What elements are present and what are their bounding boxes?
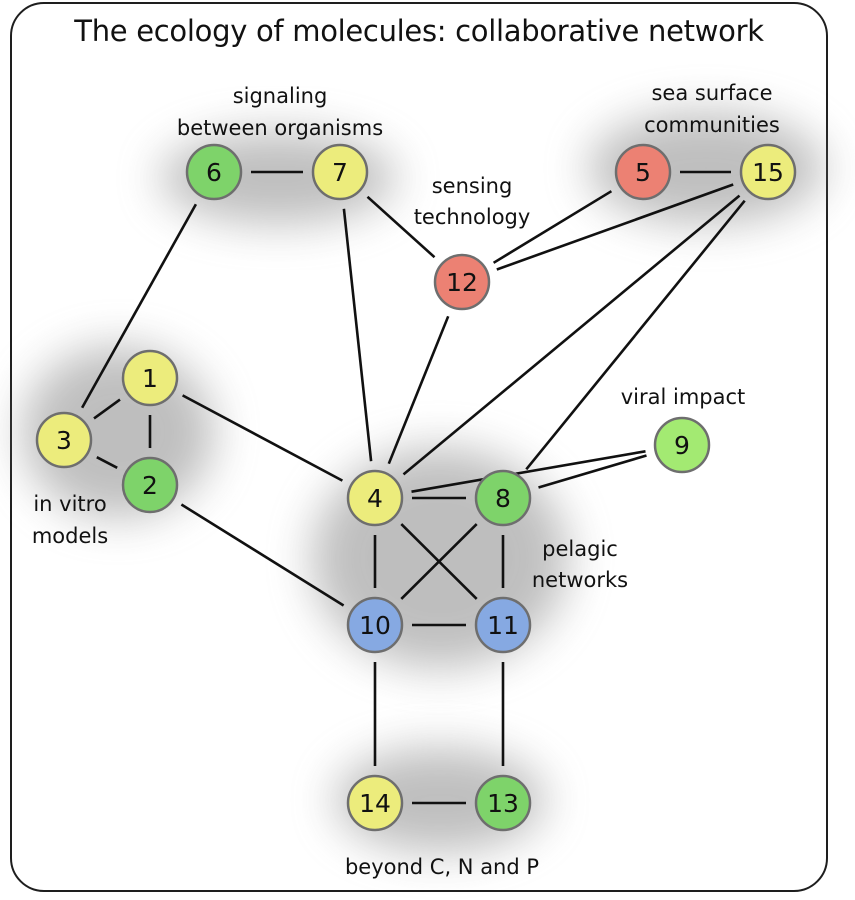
group-label-sea-surface: communities bbox=[644, 113, 780, 137]
node-label: 14 bbox=[359, 789, 391, 818]
edges bbox=[80, 170, 746, 805]
edge-15-4 bbox=[402, 194, 741, 476]
node-circle bbox=[653, 416, 711, 474]
node-10: 10 bbox=[346, 596, 404, 654]
edge-12-15 bbox=[496, 183, 734, 271]
edge-8-9 bbox=[538, 454, 647, 489]
edge-4-9 bbox=[411, 450, 646, 493]
edge-3-2 bbox=[96, 456, 118, 469]
node-circle bbox=[311, 143, 369, 201]
node-12: 12 bbox=[433, 253, 491, 311]
group-labels: signaling between organisms sea surface com… bbox=[32, 81, 780, 879]
node-label: 9 bbox=[674, 431, 690, 460]
group-label-signaling: between organisms bbox=[177, 116, 383, 140]
node-2: 2 bbox=[121, 456, 179, 514]
node-circle bbox=[346, 774, 404, 832]
node-label: 8 bbox=[495, 484, 511, 513]
node-label: 4 bbox=[367, 484, 383, 513]
edge-15-8 bbox=[525, 199, 746, 471]
node-label: 13 bbox=[487, 789, 519, 818]
node-3: 3 bbox=[35, 411, 93, 469]
group-label-viral: viral impact bbox=[621, 385, 746, 409]
node-label: 15 bbox=[752, 158, 784, 187]
node-label: 2 bbox=[142, 471, 158, 500]
edge-7-4 bbox=[342, 208, 373, 462]
edge-8-10 bbox=[400, 523, 478, 600]
node-9: 9 bbox=[653, 416, 711, 474]
node-15: 15 bbox=[739, 143, 797, 201]
node-4: 4 bbox=[346, 469, 404, 527]
node-circle bbox=[474, 596, 532, 654]
group-label-beyond: beyond C, N and P bbox=[345, 855, 539, 879]
edge-6-3 bbox=[80, 203, 198, 409]
group-label-in-vitro: models bbox=[32, 524, 108, 548]
node-circle bbox=[614, 143, 672, 201]
node-circle bbox=[121, 349, 179, 407]
group-label-sensing: technology bbox=[414, 205, 531, 229]
node-13: 13 bbox=[474, 774, 532, 832]
group-label-pelagic: networks bbox=[532, 568, 628, 592]
node-label: 7 bbox=[332, 158, 348, 187]
node-circle bbox=[739, 143, 797, 201]
edge-1-3 bbox=[93, 398, 121, 420]
group-label-pelagic: pelagic bbox=[542, 537, 618, 561]
node-circle bbox=[433, 253, 491, 311]
node-circle bbox=[346, 469, 404, 527]
edge-1-4 bbox=[181, 394, 344, 482]
node-circle bbox=[185, 143, 243, 201]
node-circle bbox=[35, 411, 93, 469]
group-label-in-vitro: in vitro bbox=[33, 492, 106, 516]
node-label: 10 bbox=[359, 611, 391, 640]
node-7: 7 bbox=[311, 143, 369, 201]
node-6: 6 bbox=[185, 143, 243, 201]
node-circle bbox=[474, 469, 532, 527]
node-label: 1 bbox=[142, 364, 158, 393]
node-label: 5 bbox=[635, 158, 651, 187]
group-label-sensing: sensing bbox=[432, 174, 513, 198]
node-circle bbox=[121, 456, 179, 514]
node-label: 6 bbox=[206, 158, 222, 187]
diagram-title: The ecology of molecules: collaborative … bbox=[74, 14, 764, 48]
node-label: 12 bbox=[446, 268, 478, 297]
edge-2-10 bbox=[180, 503, 345, 607]
node-11: 11 bbox=[474, 596, 532, 654]
node-circle bbox=[346, 596, 404, 654]
node-circle bbox=[474, 774, 532, 832]
node-label: 11 bbox=[487, 611, 519, 640]
group-label-signaling: signaling bbox=[233, 84, 328, 108]
node-5: 5 bbox=[614, 143, 672, 201]
node-14: 14 bbox=[346, 774, 404, 832]
node-1: 1 bbox=[121, 349, 179, 407]
node-label: 3 bbox=[56, 426, 72, 455]
edge-7-12 bbox=[366, 195, 436, 259]
diagram-frame bbox=[10, 2, 828, 892]
edge-12-4 bbox=[387, 315, 450, 465]
edge-12-5 bbox=[492, 190, 613, 264]
node-8: 8 bbox=[474, 469, 532, 527]
group-label-sea-surface: sea surface bbox=[651, 81, 772, 105]
